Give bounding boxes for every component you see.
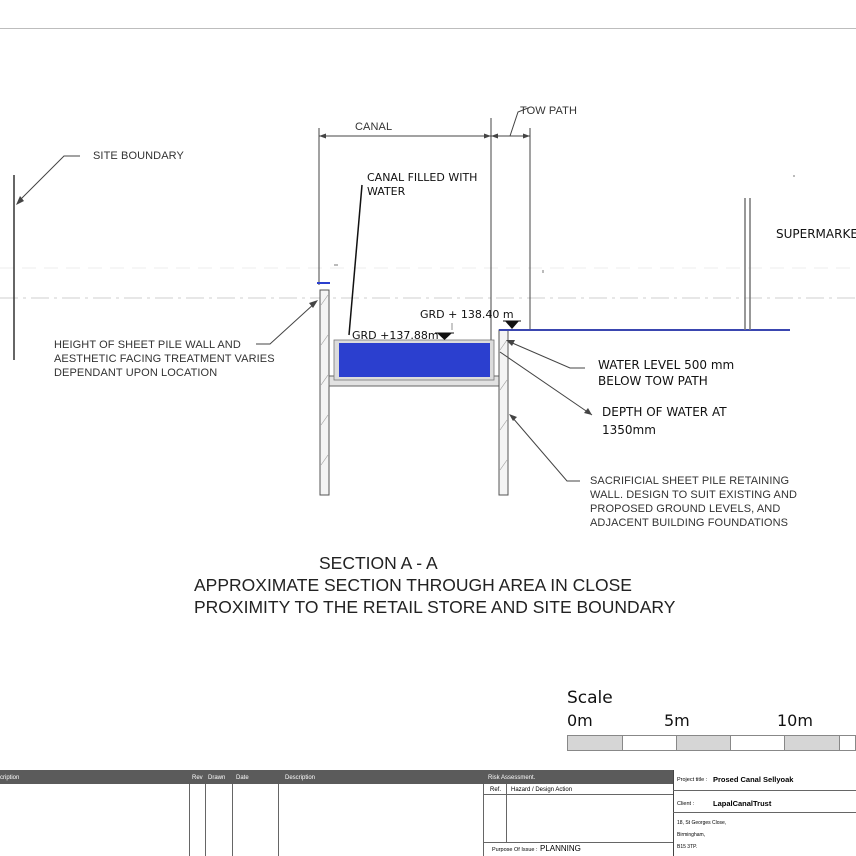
header-description: cription (0, 775, 20, 781)
canal-dim-arrow-right (484, 133, 491, 139)
canal-dim-arrow-left (319, 133, 326, 139)
header-risk: Risk Assessment. (488, 775, 536, 781)
scale-label: Scale (567, 688, 613, 708)
right-sheet-pile-hatch (499, 339, 508, 471)
scale-tick-5: 5m (664, 711, 690, 730)
water-level-arrow (506, 340, 515, 346)
left-sheet-pile-hatch (320, 294, 329, 466)
sacrificial-label-2: WALL. DESIGN TO SUIT EXISTING AND (590, 489, 798, 501)
sacrificial-label-1: SACRIFICIAL SHEET PILE RETAINING (590, 475, 790, 487)
canal-filled-label-1: CANAL FILLED WITH (367, 171, 478, 184)
canal-filled-leader (348, 184, 363, 336)
towpath-dim-arrow-right (523, 133, 530, 139)
tow-level-marker (505, 321, 519, 329)
risk-hazard: Hazard / Design Action (511, 787, 573, 793)
depth-label-2: 1350mm (602, 423, 656, 437)
sacrificial-label-3: PROPOSED GROUND LEVELS, AND (590, 503, 781, 515)
water-level-leader (509, 341, 585, 369)
col-line (189, 784, 190, 856)
scale-segment (840, 736, 855, 750)
client-row-line (673, 812, 856, 813)
sheet-pile-arrow (309, 300, 318, 308)
title-block-header (0, 770, 673, 784)
tow-path-label: TOW PATH (520, 105, 578, 117)
canal-label: CANAL (355, 121, 393, 133)
depth-arrow (584, 408, 592, 415)
purpose-value: PLANNING (540, 844, 581, 853)
col-line (205, 784, 206, 856)
address-line-3: B15 3TP. (677, 844, 698, 850)
grd-tow-label: GRD + 138.40 m (420, 308, 514, 321)
purpose-label: Purpose Of Issue : (492, 847, 538, 853)
section-subtitle-1: APPROXIMATE SECTION THROUGH AREA IN CLOS… (194, 575, 632, 595)
col-line (673, 770, 674, 856)
address-line-2: Birmingham, (677, 832, 706, 838)
header-description-2: Description (285, 775, 316, 781)
address-line-1: 18, St Georges Close, (677, 820, 727, 826)
project-label: Project title : (677, 777, 708, 783)
purpose-row (483, 842, 673, 843)
scale-segment (677, 736, 731, 750)
sheet-pile-label-2: AESTHETIC FACING TREATMENT VARIES (54, 353, 275, 365)
left-sheet-pile (319, 289, 330, 496)
site-boundary-leader (17, 155, 80, 203)
col-line (506, 784, 507, 842)
top-border-line (0, 28, 856, 29)
client-value: LapalCanalTrust (713, 799, 772, 808)
scale-segment (785, 736, 840, 750)
project-row-line (673, 790, 856, 791)
section-subtitle-2: PROXIMITY TO THE RETAIL STORE AND SITE B… (194, 597, 676, 617)
section-title: SECTION A - A (319, 553, 438, 573)
title-block: cription Rev Drawn Date Description Risk… (0, 770, 856, 856)
site-boundary-arrow (16, 196, 24, 205)
water-level-label-1: WATER LEVEL 500 mm (598, 358, 735, 372)
sacrificial-arrow (509, 414, 517, 421)
grd-canal-label: GRD +137.88m (352, 329, 439, 342)
sacrificial-leader (511, 416, 580, 482)
supermarket-label: SUPERMARKET (776, 227, 856, 241)
section-drawing (0, 107, 856, 496)
header-date: Date (236, 775, 249, 781)
client-label: Client : (677, 801, 695, 807)
risk-ref: Ref. (490, 787, 502, 793)
depth-label-1: DEPTH OF WATER AT (602, 405, 727, 419)
col-line (232, 784, 233, 856)
canal-level-marker (437, 333, 452, 340)
scale-segment (623, 736, 677, 750)
sacrificial-label-4: ADJACENT BUILDING FOUNDATIONS (590, 517, 789, 529)
water-level-label-2: BELOW TOW PATH (598, 374, 708, 388)
scale-segment (731, 736, 785, 750)
scale-segment (568, 736, 623, 750)
scale-tick-10: 10m (777, 711, 813, 730)
sheet-pile-label-3: DEPENDANT UPON LOCATION (54, 367, 218, 379)
header-rev: Rev (192, 775, 203, 781)
depth-leader (499, 351, 593, 416)
project-value: Prosed Canal Sellyoak (713, 775, 794, 784)
col-line (278, 784, 279, 856)
sheet-pile-label-1: HEIGHT OF SHEET PILE WALL AND (54, 339, 241, 351)
towpath-leader (509, 107, 529, 137)
scale-bar (567, 735, 856, 751)
towpath-dim-arrow-left (491, 133, 498, 139)
scale-tick-0: 0m (567, 711, 593, 730)
col-line (483, 784, 484, 856)
header-drawn: Drawn (208, 775, 226, 781)
sheet-pile-leader (256, 302, 316, 345)
canal-water (339, 343, 490, 377)
risk-subheader (483, 784, 673, 795)
canal-filled-label-2: WATER (367, 185, 406, 198)
site-boundary-label: SITE BOUNDARY (93, 150, 184, 162)
